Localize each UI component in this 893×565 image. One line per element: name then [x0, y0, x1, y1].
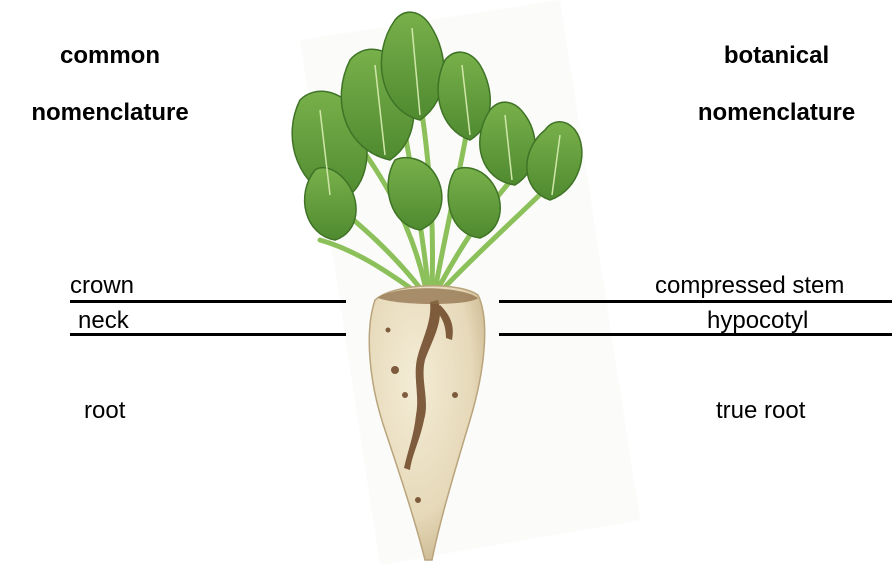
left-crown-line — [70, 300, 346, 303]
right-neck-line — [499, 333, 892, 336]
right-heading-line2: nomenclature — [660, 101, 893, 125]
right-crown-line — [499, 300, 892, 303]
right-label-neck: hypocotyl — [707, 309, 808, 333]
left-label-crown: crown — [70, 274, 134, 298]
right-heading-line1: botanical — [660, 44, 893, 68]
left-label-neck: neck — [78, 309, 129, 333]
left-neck-line — [70, 333, 346, 336]
right-label-root: true root — [716, 399, 805, 423]
right-label-crown: compressed stem — [655, 274, 844, 298]
left-label-root: root — [84, 399, 125, 423]
left-heading-line2: nomenclature — [0, 101, 220, 125]
left-heading-line1: common — [0, 44, 220, 68]
